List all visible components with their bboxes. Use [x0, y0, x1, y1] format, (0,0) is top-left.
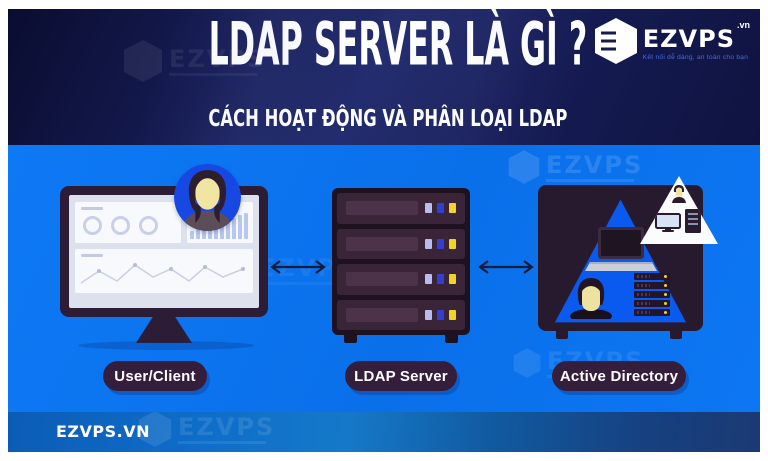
brand-tagline: Kết nối dễ dàng, an toàn cho bạn: [642, 54, 749, 61]
rack-foot: [344, 335, 357, 343]
active-directory-label: Active Directory: [552, 361, 686, 391]
server-unit: [337, 299, 465, 330]
monitor-shadow: [78, 341, 254, 350]
server-slot: [346, 236, 418, 251]
site-name: EZVPS.VN: [56, 422, 151, 441]
server-led: [449, 309, 456, 320]
subtitle-row: CÁCH HOẠT ĐỘNG VÀ PHÂN LOẠI LDAP: [8, 104, 760, 132]
line-chart-icon: [80, 263, 245, 284]
watermark-underline: [169, 72, 257, 76]
server-slot: [346, 272, 418, 286]
watermark-underline: [178, 440, 266, 444]
board-foot: [670, 331, 682, 339]
watermark-text: EZVPS: [178, 412, 276, 441]
rack-foot: [445, 335, 458, 343]
donut-gauge: [83, 216, 102, 235]
server-led: [449, 203, 456, 213]
card-title-bar: [81, 207, 103, 210]
card-title-bar: [81, 254, 103, 257]
server-led: [437, 274, 444, 284]
brand-logo: EZVPS .vn Kết nối dễ dàng, an toàn cho b…: [594, 17, 750, 65]
server-led: [425, 203, 432, 213]
footer-band: EZVPS.VN EZVPS: [8, 412, 760, 452]
org-triangle: [640, 176, 718, 244]
double-arrow-icon: [270, 260, 326, 274]
ldap-server-illustration: [332, 188, 470, 346]
infographic-canvas: EZVPS LDAP SERVER LÀ GÌ ? CÁCH HOẠT ĐỘNG…: [8, 9, 760, 452]
hexagon-logo-icon: [594, 18, 637, 64]
header-banner: EZVPS LDAP SERVER LÀ GÌ ? CÁCH HOẠT ĐỘNG…: [8, 9, 760, 145]
hexagon-watermark-icon: [124, 40, 162, 82]
ldap-server-label: LDAP Server: [345, 361, 457, 391]
hexagon-watermark-icon: [513, 348, 541, 378]
body-watermark-1: EZVPS: [508, 149, 643, 185]
board-foot: [556, 331, 568, 339]
woman-avatar-icon: [174, 164, 241, 231]
server-slot: [346, 201, 418, 215]
server-led: [449, 274, 456, 284]
server-led: [437, 238, 444, 249]
server-rack-icon: [332, 188, 470, 335]
header-watermark: EZVPS: [123, 39, 266, 83]
watermark-underline: [546, 178, 634, 182]
page-title: LDAP SERVER LÀ GÌ ?: [208, 10, 588, 80]
donut-gauge: [111, 216, 130, 235]
page-subtitle: CÁCH HOẠT ĐỘNG VÀ PHÂN LOẠI LDAP: [208, 104, 568, 132]
monitor-icon: [655, 213, 681, 232]
active-directory-illustration: [538, 176, 720, 350]
user-client-label: User/Client: [103, 361, 207, 391]
person-icon: [672, 185, 686, 203]
directory-board: [538, 176, 718, 331]
server-unit: [337, 193, 465, 224]
hexagon-watermark-icon: [508, 150, 540, 184]
person-icon: [570, 278, 612, 319]
server-icon: [685, 209, 701, 233]
monitor-stand: [136, 317, 192, 343]
brand-tld: .vn: [736, 20, 750, 30]
donut-gauge: [139, 216, 158, 235]
server-led: [425, 274, 432, 284]
band-watermark: EZVPS: [138, 412, 275, 448]
double-arrow-icon: [478, 260, 534, 274]
laptop-icon: [598, 227, 644, 259]
watermark-text: EZVPS: [169, 44, 267, 73]
server-slot: [346, 307, 418, 322]
diagram-area: EZVPS EZVPS EZVPS: [8, 145, 760, 412]
server-led: [449, 238, 456, 249]
server-led: [425, 309, 432, 320]
user-avatar: [174, 164, 241, 231]
server-led: [437, 203, 444, 213]
watermark-text: EZVPS: [546, 150, 644, 179]
server-unit: [337, 264, 465, 295]
user-client-illustration: [60, 164, 268, 351]
mini-server-icon: [634, 273, 670, 319]
server-unit: [337, 228, 465, 259]
dashboard-donut-card: [75, 202, 181, 243]
server-led: [437, 309, 444, 320]
dashboard-line-chart-card: [75, 249, 253, 293]
server-led: [425, 238, 432, 249]
brand-name: EZVPS: [642, 25, 735, 53]
laptop-keyboard: [585, 262, 657, 271]
